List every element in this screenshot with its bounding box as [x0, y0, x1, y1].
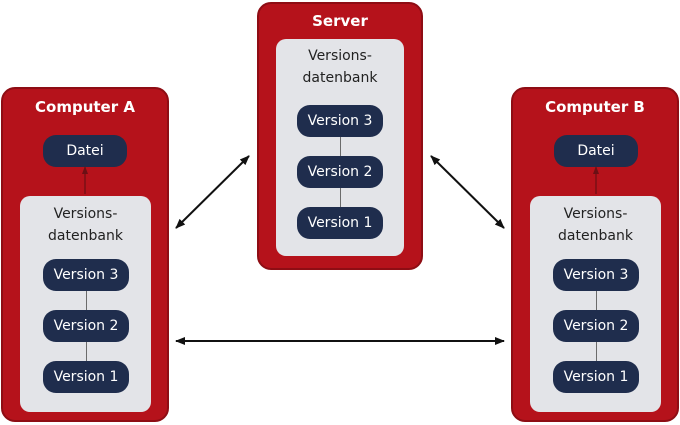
computer-b-title: Computer B	[545, 98, 645, 116]
computer-a-version-1: Version 1	[43, 361, 129, 393]
computer-a-version-3: Version 3	[43, 259, 129, 291]
computer-a-version-database: Versions- datenbank Version 3 Version 2 …	[20, 196, 151, 412]
server-database-label-line1: Versions-	[308, 48, 372, 64]
computer-a-database-label-line2: datenbank	[48, 228, 123, 244]
server-database-label: Versions- datenbank	[276, 45, 404, 89]
computer-b-version-database: Versions- datenbank Version 3 Version 2 …	[530, 196, 661, 412]
computer-b-version-2: Version 2	[553, 310, 639, 342]
computer-a-version-2: Version 2	[43, 310, 129, 342]
computer-b-version-1: Version 1	[553, 361, 639, 393]
arrow-server-computer-a	[175, 155, 250, 229]
computer-a-database-label: Versions- datenbank	[20, 203, 151, 247]
computer-a-box: Computer A Datei Versions- datenbank Ver…	[1, 87, 169, 422]
server-box: Server Versions- datenbank Version 3 Ver…	[257, 2, 423, 270]
server-version-1: Version 1	[297, 207, 383, 239]
server-version-3: Version 3	[297, 105, 383, 137]
computer-a-database-label-line1: Versions-	[53, 206, 118, 222]
server-title: Server	[312, 12, 368, 30]
computer-a-title: Computer A	[35, 98, 135, 116]
computer-b-file: Datei	[554, 135, 638, 167]
computer-b-box: Computer B Datei Versions- datenbank Ver…	[511, 87, 679, 422]
computer-a-file: Datei	[43, 135, 127, 167]
arrow-server-computer-b	[430, 155, 505, 229]
computer-b-database-label-line1: Versions-	[563, 206, 628, 222]
server-version-database: Versions- datenbank Version 3 Version 2 …	[276, 39, 404, 256]
computer-b-version-3: Version 3	[553, 259, 639, 291]
computer-b-database-label: Versions- datenbank	[530, 203, 661, 247]
server-database-label-line2: datenbank	[302, 70, 378, 86]
computer-b-database-label-line2: datenbank	[558, 228, 633, 244]
server-version-2: Version 2	[297, 156, 383, 188]
